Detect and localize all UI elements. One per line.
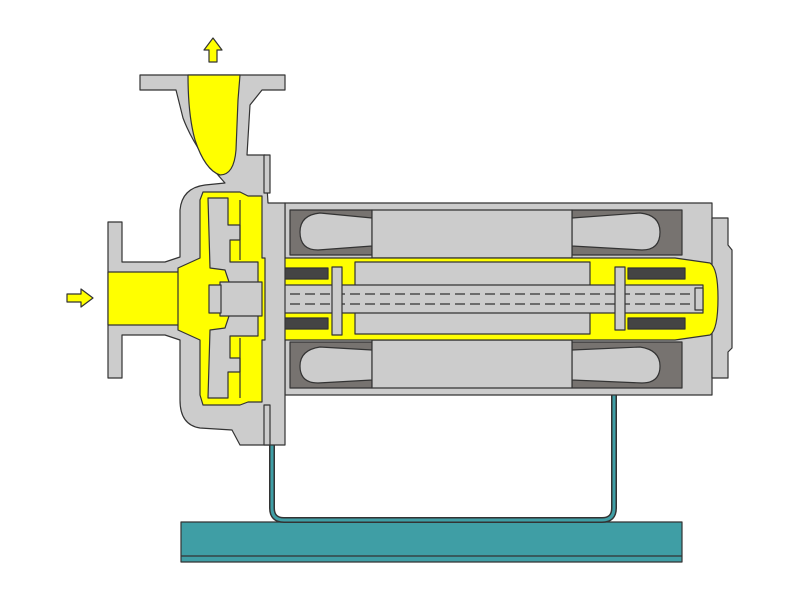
thrust-disc (331, 266, 343, 336)
impeller-hub (219, 281, 263, 317)
inlet-passage (107, 271, 189, 326)
bearing (627, 317, 686, 330)
base-plate (180, 521, 683, 563)
stator-core (371, 339, 573, 389)
bearing (627, 267, 686, 280)
impeller-nut (208, 284, 222, 314)
end-cap (711, 217, 733, 379)
stator-core (371, 209, 573, 259)
support-frame (269, 393, 617, 523)
discharge-passage (187, 74, 241, 176)
impeller (207, 312, 259, 399)
thrust-disc (614, 266, 626, 331)
flow-arrow-in (66, 288, 94, 308)
shaft-nut (694, 287, 704, 311)
impeller (207, 197, 259, 286)
flow-arrow-out (203, 37, 223, 63)
